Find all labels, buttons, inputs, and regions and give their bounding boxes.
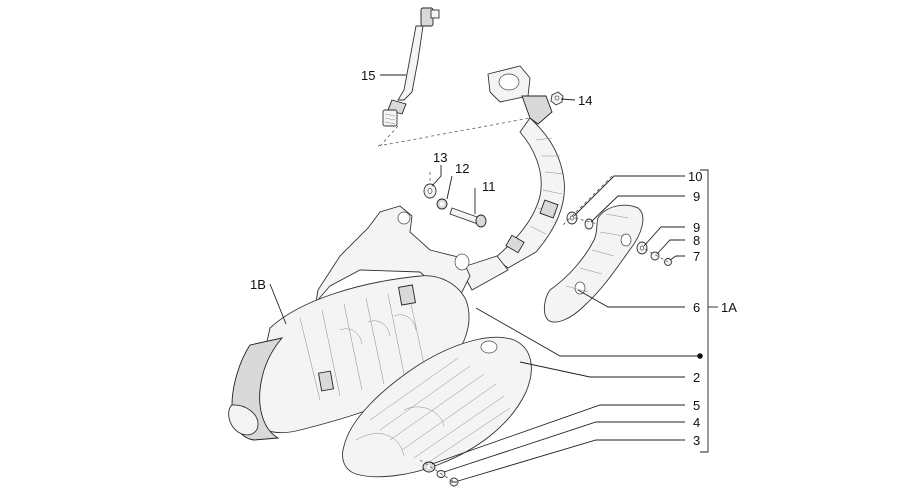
part-15-sensor bbox=[382, 7, 440, 127]
callout-6: 6 bbox=[693, 300, 700, 315]
callout-9-lower: 9 bbox=[693, 220, 700, 235]
part-5-washer bbox=[422, 461, 436, 473]
callout-labels: 15 14 13 12 11 10 9 9 8 7 6 1A 1B 2 5 4 … bbox=[250, 68, 737, 448]
callout-13: 13 bbox=[433, 150, 447, 165]
part-12-clip bbox=[436, 198, 448, 210]
callout-11: 11 bbox=[482, 179, 496, 194]
assembly-lines bbox=[377, 117, 669, 483]
part-9-upper-washer bbox=[584, 218, 594, 230]
callout-14: 14 bbox=[578, 93, 592, 108]
part-1B-muffler bbox=[228, 205, 471, 441]
callout-1B: 1B bbox=[250, 277, 266, 292]
callout-4: 4 bbox=[693, 415, 700, 430]
callout-12: 12 bbox=[455, 161, 469, 176]
callout-2: 2 bbox=[693, 370, 700, 385]
part-6-pipe-guard bbox=[543, 204, 644, 323]
exhaust-header-pipe bbox=[459, 65, 565, 291]
part-11-bolt bbox=[449, 207, 487, 228]
muffler-reference-dot bbox=[697, 353, 703, 359]
part-14-nut bbox=[550, 91, 564, 106]
callout-10: 10 bbox=[688, 169, 702, 184]
callout-7: 7 bbox=[693, 249, 700, 264]
leader-lines bbox=[269, 74, 718, 482]
part-3-screw bbox=[449, 477, 459, 487]
callout-15: 15 bbox=[361, 68, 375, 83]
part-2-heat-shield bbox=[342, 336, 532, 478]
callout-8: 8 bbox=[693, 233, 700, 248]
callout-9-upper: 9 bbox=[693, 189, 700, 204]
callout-1A: 1A bbox=[721, 300, 737, 315]
callout-5: 5 bbox=[693, 398, 700, 413]
part-13-washer bbox=[423, 183, 437, 199]
callout-3: 3 bbox=[693, 433, 700, 448]
